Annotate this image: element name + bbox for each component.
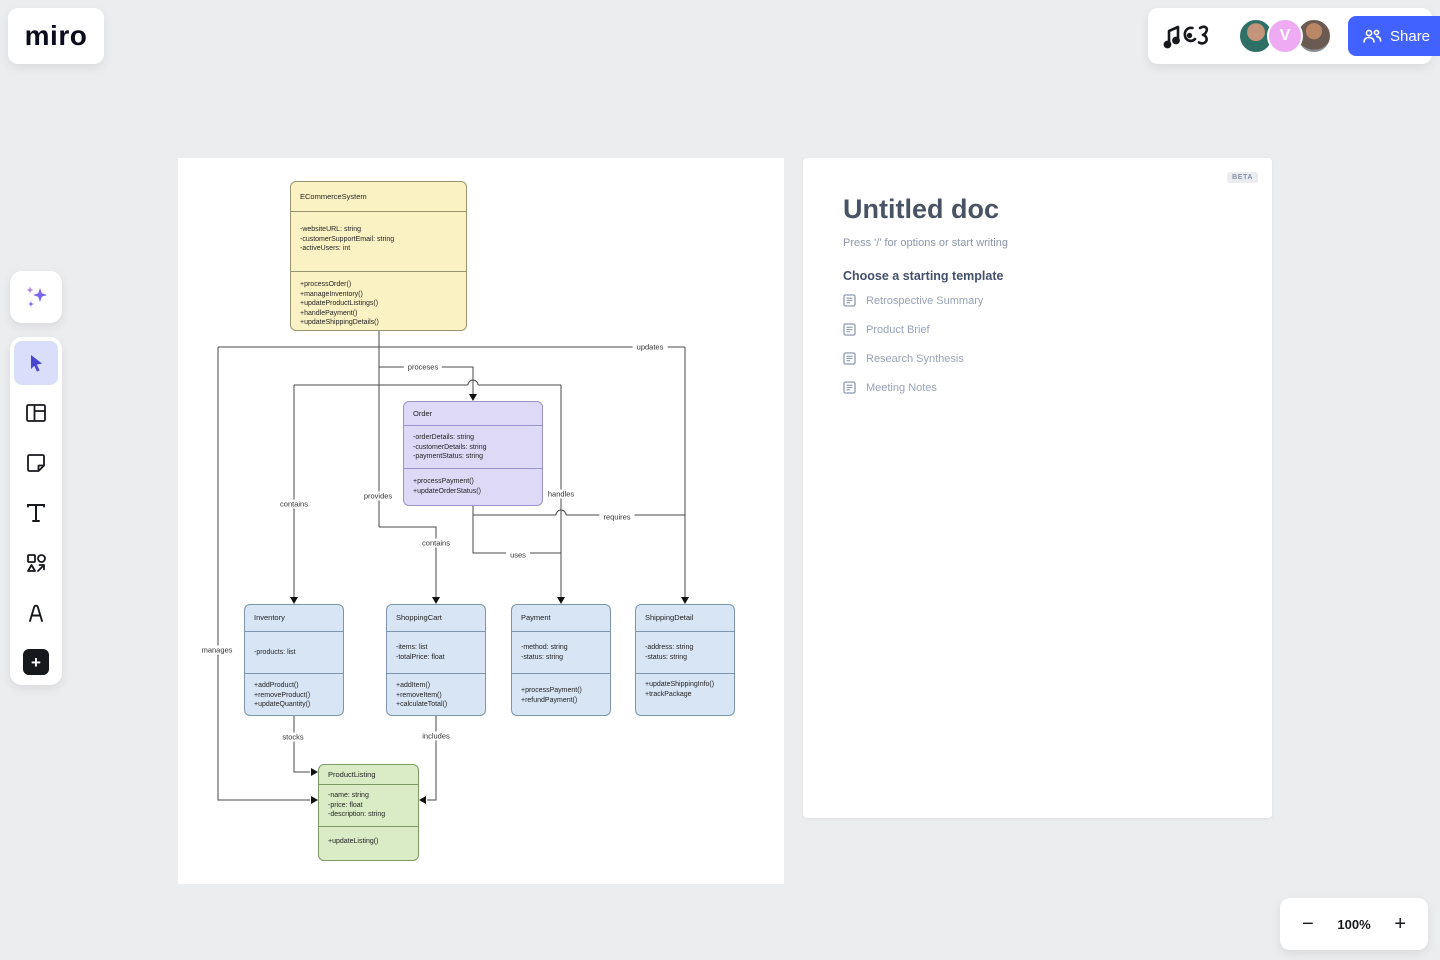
pen-tool[interactable] bbox=[14, 591, 58, 635]
class-attributes: -orderDetails: string -customerDetails: … bbox=[404, 426, 542, 469]
miro-logo-text: miro bbox=[24, 20, 88, 51]
edge-label-contains-2: contains bbox=[418, 538, 454, 548]
class-attributes: -address: string -status: string bbox=[636, 632, 734, 674]
template-label: Retrospective Summary bbox=[866, 294, 984, 307]
share-label: Share bbox=[1390, 27, 1431, 45]
templates-tool[interactable] bbox=[14, 391, 58, 435]
document-icon bbox=[843, 323, 856, 336]
cursor-icon bbox=[31, 355, 42, 372]
text-icon bbox=[27, 504, 45, 522]
class-title: ECommerceSystem bbox=[291, 182, 466, 212]
share-button[interactable]: Share bbox=[1348, 16, 1440, 56]
template-label: Research Synthesis bbox=[866, 352, 964, 365]
zoom-controls: − 100% + bbox=[1280, 898, 1428, 950]
edge-label-provides: provides bbox=[359, 491, 397, 501]
class-methods: +processOrder() +manageInventory() +upda… bbox=[300, 281, 379, 326]
class-attributes: -products: list bbox=[245, 632, 343, 674]
uml-class-shoppingcart[interactable]: ShoppingCart -items: list -totalPrice: f… bbox=[386, 604, 486, 716]
class-methods: +addProduct() +removeProduct() +updateQu… bbox=[254, 682, 311, 708]
template-item-meeting-notes[interactable]: Meeting Notes bbox=[843, 376, 1248, 399]
class-title: Payment bbox=[512, 605, 610, 632]
class-methods: +addItem() +removeItem() +calculateTotal… bbox=[396, 682, 448, 708]
edge-label-contains: contains bbox=[276, 499, 312, 509]
document-icon bbox=[843, 352, 856, 365]
pen-icon bbox=[29, 604, 43, 622]
edge-label-manages: manages bbox=[197, 645, 237, 655]
shapes-tool[interactable] bbox=[14, 541, 58, 585]
class-attributes: -method: string -status: string bbox=[512, 632, 610, 674]
class-title: ProductListing bbox=[319, 765, 418, 785]
zoom-out-button[interactable]: − bbox=[1298, 910, 1318, 938]
edge-label-uses: uses bbox=[506, 550, 530, 560]
class-title: Inventory bbox=[245, 605, 343, 632]
edge-label-updates: updates bbox=[632, 342, 668, 352]
class-title: ShoppingCart bbox=[387, 605, 485, 632]
text-tool[interactable] bbox=[14, 491, 58, 535]
people-icon bbox=[1363, 29, 1382, 43]
doc-title[interactable]: Untitled doc bbox=[843, 194, 999, 224]
beta-badge: BETA bbox=[1227, 172, 1258, 183]
uml-class-order[interactable]: Order -orderDetails: string -customerDet… bbox=[403, 401, 543, 506]
template-label: Product Brief bbox=[866, 323, 930, 336]
class-methods: +updateListing() bbox=[328, 838, 379, 845]
uml-class-productlisting[interactable]: ProductListing -name: string -price: flo… bbox=[318, 764, 419, 861]
sticky-note-icon bbox=[27, 454, 45, 472]
class-methods: +updateShippingInfo() +trackPackage bbox=[645, 681, 715, 698]
uml-class-shippingdetail[interactable]: ShippingDetail -address: string -status:… bbox=[635, 604, 735, 716]
edge-label-proceses: proceses bbox=[403, 362, 443, 372]
board-canvas[interactable]: updates proceses contains provides handl… bbox=[178, 158, 784, 884]
doc-panel[interactable]: BETA Untitled doc Press '/' for options … bbox=[803, 158, 1272, 818]
uml-class-inventory[interactable]: Inventory -products: list +addProduct() … bbox=[244, 604, 344, 716]
header-actions: V Share bbox=[1148, 8, 1440, 64]
document-icon bbox=[843, 381, 856, 394]
frames-icon bbox=[26, 404, 46, 422]
class-methods: +processPayment() +updateOrderStatus() bbox=[413, 478, 481, 495]
template-item-product-brief[interactable]: Product Brief bbox=[843, 318, 1248, 341]
uml-class-ecommercesystem[interactable]: ECommerceSystem -websiteURL: string -cus… bbox=[290, 181, 467, 331]
shapes-icon bbox=[27, 554, 46, 572]
edge-label-stocks: stocks bbox=[278, 732, 308, 742]
edge-label-handles: handles bbox=[543, 489, 579, 499]
template-item-research-synthesis[interactable]: Research Synthesis bbox=[843, 347, 1248, 370]
class-methods: +processPayment() +refundPayment() bbox=[521, 687, 582, 704]
class-attributes: -items: list -totalPrice: float bbox=[387, 632, 485, 674]
tool-palette: + bbox=[10, 337, 62, 685]
avatar[interactable]: V bbox=[1267, 18, 1303, 54]
class-attributes: -name: string -price: float -description… bbox=[319, 785, 418, 827]
templates-heading: Choose a starting template bbox=[843, 269, 1004, 283]
collaborator-avatars: V bbox=[1238, 18, 1332, 54]
ai-sparkles-icon bbox=[26, 286, 47, 307]
doc-editor-placeholder[interactable]: Press '/' for options or start writing bbox=[843, 237, 1008, 249]
sticky-note-tool[interactable] bbox=[14, 441, 58, 485]
class-title: Order bbox=[404, 402, 542, 426]
class-attributes: -websiteURL: string -customerSupportEmai… bbox=[291, 212, 466, 272]
zoom-level[interactable]: 100% bbox=[1337, 916, 1371, 932]
connector-lines bbox=[217, 331, 689, 804]
edge-label-includes: includes bbox=[418, 731, 454, 741]
class-title: ShippingDetail bbox=[636, 605, 734, 632]
ai-assist-button[interactable] bbox=[10, 271, 62, 323]
doodle-music-notes-icon bbox=[1163, 25, 1209, 49]
miro-logo[interactable]: miro bbox=[8, 8, 104, 64]
edge-label-requires: requires bbox=[599, 512, 635, 522]
select-tool[interactable] bbox=[14, 341, 58, 385]
template-label: Meeting Notes bbox=[866, 381, 937, 394]
add-tool-button[interactable]: + bbox=[23, 649, 49, 675]
document-icon bbox=[843, 294, 856, 307]
template-item-retrospective-summary[interactable]: Retrospective Summary bbox=[843, 289, 1248, 312]
uml-class-payment[interactable]: Payment -method: string -status: string … bbox=[511, 604, 611, 716]
zoom-in-button[interactable]: + bbox=[1390, 910, 1410, 938]
